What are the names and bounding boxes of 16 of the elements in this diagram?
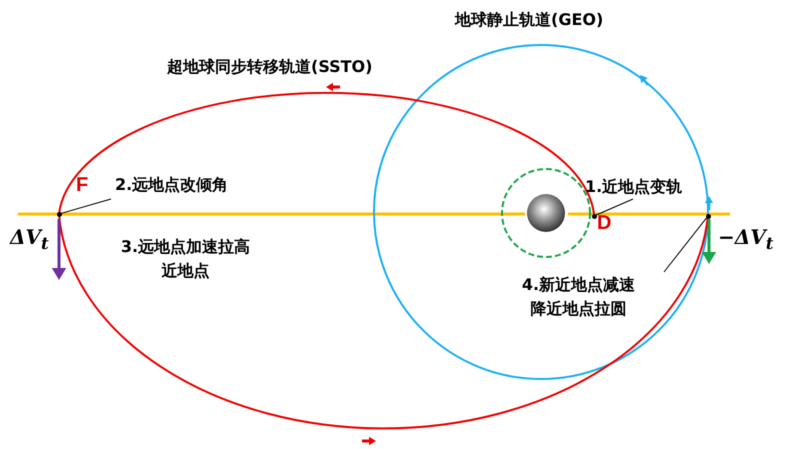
orbit-title: 地球静止轨道(GEO)	[455, 9, 604, 31]
orbit-title: 超地球同步转移轨道(SSTO)	[167, 56, 374, 78]
annotation-text: 4.新近地点减速降近地点拉圆	[516, 273, 641, 321]
leader-line	[596, 198, 634, 216]
orbit-point	[56, 212, 62, 216]
annotation-text: 2.远地点改倾角	[115, 173, 265, 197]
leader-line	[664, 217, 707, 272]
delta-v-label: ΔV$_{t}$	[10, 225, 50, 255]
orbit-point	[706, 214, 710, 218]
leader-line	[60, 198, 112, 214]
delta-v-label: −ΔV$_{t}$	[718, 225, 774, 255]
orbit-point	[592, 214, 596, 218]
point-label: F	[76, 174, 88, 197]
point-label: D	[597, 212, 612, 235]
annotation-text: 3.远地点加速拉高近地点	[120, 236, 252, 282]
annotation-text: 1.近地点变轨	[585, 175, 700, 199]
